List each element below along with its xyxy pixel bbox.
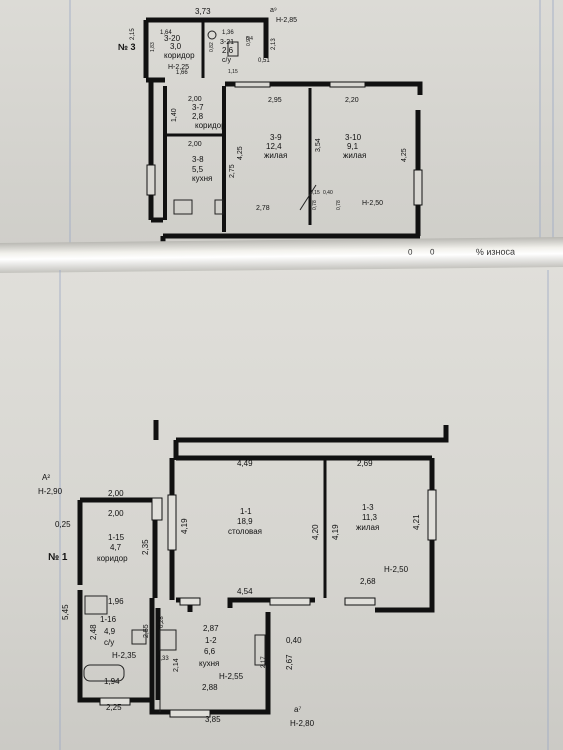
floor-number-3: № 3 (118, 42, 136, 52)
paper-fold: 0 0 % износа (0, 237, 563, 273)
dim-0-15: 0,15 (310, 190, 320, 196)
dim-0-51: 0,51 (258, 58, 270, 64)
dim-0-78-b: 0,78 (336, 200, 342, 210)
dim-2-20: 2,20 (345, 97, 359, 104)
mark-a9-height: Н-2,85 (276, 17, 297, 24)
dim-0-4: 0,4 (246, 36, 253, 42)
dim-0-93: 0,93 (246, 36, 252, 46)
room-3-9-name: жилая (264, 151, 287, 160)
dim-0-40: 0,40 (323, 190, 333, 196)
dim-1-66: 1,66 (176, 70, 188, 76)
room-3-8-name: кухня (192, 174, 212, 183)
dim-4-25-b: 4,25 (401, 148, 408, 162)
dim-2-00-b: 2,00 (188, 141, 202, 148)
room-3-10-name: жилая (343, 151, 366, 160)
dim-1-36: 1,36 (222, 30, 234, 36)
height-main: Н-2,50 (362, 200, 383, 207)
dim-1-15: 1,15 (228, 69, 238, 75)
dim-2-00-a: 2,00 (188, 96, 202, 103)
dim-0-78-a: 0,78 (312, 200, 318, 210)
upper-floor-plan: 3,73 а⁹ Н-2,85 № 3 2,15 2,13 1,64 1,36 1… (69, 0, 554, 250)
room-3-21-id: 3-21 (220, 39, 234, 46)
dim-0-82: 0,82 (209, 42, 215, 52)
room-3-8-id: 3-8 (192, 155, 204, 164)
wear-percent-label: % износа (475, 246, 515, 257)
dim-2-13: 2,13 (271, 38, 277, 50)
upper-sheet (0, 0, 563, 250)
room-3-9-id: 3-9 (270, 133, 282, 142)
room-3-7-area: 2,8 (192, 112, 204, 121)
room-3-20-id: 3-20 (164, 34, 181, 43)
room-3-10-area: 9,1 (347, 142, 359, 151)
dim-3-54: 3,54 (315, 138, 322, 152)
dim-1-83: 1,83 (150, 42, 156, 52)
dim-4-25-a: 4,25 (237, 146, 244, 160)
room-3-21-name: с/у (222, 57, 231, 64)
room-3-8-area: 5,5 (192, 165, 204, 174)
lower-sheet (0, 262, 563, 750)
dim-2-95: 2,95 (268, 97, 282, 104)
fold-zero-b: 0 (430, 247, 435, 257)
room-3-10-id: 3-10 (345, 133, 362, 142)
dim-1-64: 1,64 (160, 30, 172, 36)
height-top-annex: Н-2,25 (168, 64, 189, 71)
mark-a9: а⁹ (270, 7, 277, 14)
dim-1-40: 1,40 (171, 108, 178, 122)
room-3-9-area: 12,4 (266, 142, 282, 151)
dim-2-15: 2,15 (130, 28, 136, 40)
room-3-20-area: 3,0 (170, 42, 182, 51)
room-3-7-id: 3-7 (192, 103, 204, 112)
dim-2-78: 2,78 (256, 205, 270, 212)
dim-2-75: 2,75 (229, 164, 236, 178)
fold-zero-a: 0 (408, 247, 413, 257)
dim-top-width: 3,73 (195, 7, 211, 16)
room-3-7-name: коридор (195, 121, 226, 130)
room-3-20-name: коридор (164, 51, 195, 60)
room-3-21-area: 2,6 (222, 46, 234, 55)
